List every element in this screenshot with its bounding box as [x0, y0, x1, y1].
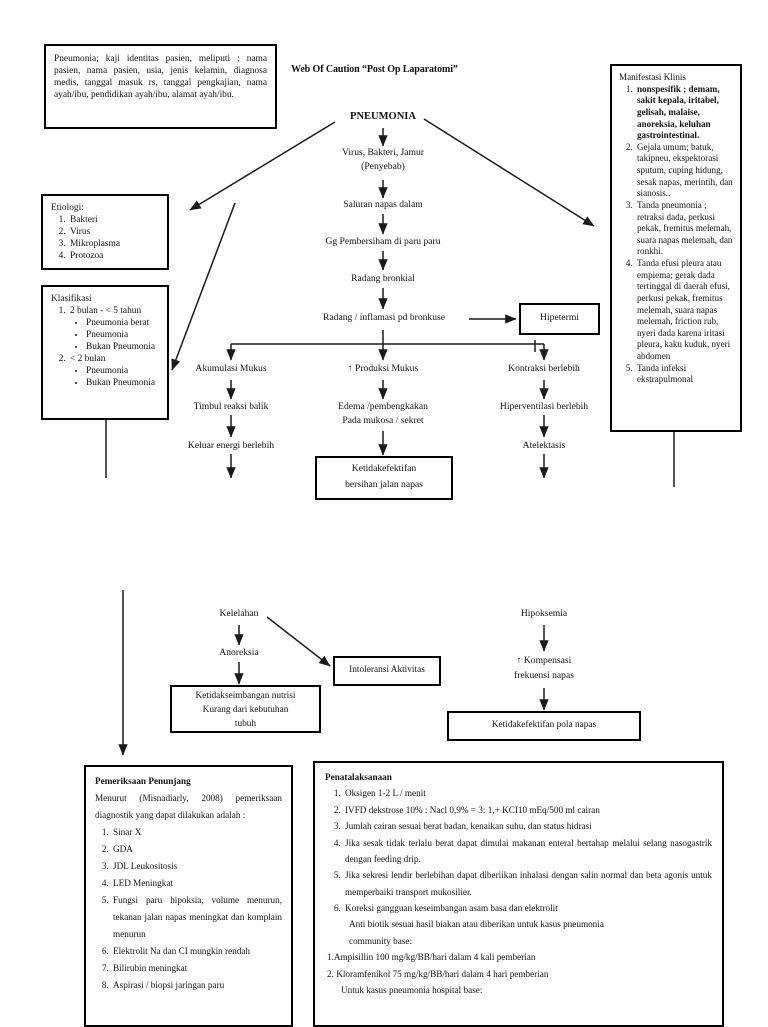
- list-item: 2 bulan - < 5 tahun Pneumonia berat Pneu…: [68, 305, 159, 353]
- node-kelelahan: Kelelahan: [219, 608, 259, 619]
- pemeriksaan-heading: Pemeriksaan Penunjang: [95, 776, 191, 786]
- list-item: LED Meningkat: [111, 875, 282, 892]
- list-item: Jumlah cairan sesuai berat badan, kenaik…: [343, 818, 712, 834]
- penatalaksanaan-heading: Penatalaksanaan: [325, 772, 392, 782]
- node-penyebab-line2: (Penyebab): [361, 161, 405, 172]
- list-item: Bukan Pneumonia: [86, 377, 159, 389]
- intoleransi-aktivitas-box: [333, 656, 441, 686]
- node-kompensasi-line1: ↑ Kompensasi: [516, 655, 572, 666]
- penatalaksanaan-drug-note: Untuk kasus pneumonia hospital base:: [341, 984, 483, 995]
- node-hipoksemia: Hipoksemia: [520, 608, 568, 619]
- nutrisi-line2: Kurang dari kebutuhan: [202, 705, 289, 715]
- list-item: Pneumonia: [86, 329, 159, 341]
- list-item: < 2 bulan Pneumonia Bukan Pneumonia: [68, 353, 159, 389]
- node-penyebab-line1: Virus, Bakteri, Jamur: [341, 147, 425, 158]
- penatalaksanaan-sub-line1: Anti biotik sesuai hasil biakan atau dib…: [349, 919, 604, 930]
- penatalaksanaan-drug-2: 2. Kloramfenikol 75 mg/kg/BB/hari dalam …: [327, 968, 549, 979]
- node-saluran-napas-dalam: Saluran napas dalam: [343, 199, 423, 210]
- node-anoreksia: Anoreksia: [219, 647, 259, 658]
- list-item: Bilirubin meningkat: [111, 960, 282, 977]
- node-gg-pembersihan: Gg Pembersiham di paru paru: [325, 236, 441, 247]
- list-item: Aspirasi / biopsi jaringan paru: [111, 977, 282, 994]
- nutrisi-line3: tubuh: [234, 719, 257, 729]
- list-item: Oksigen 1-2 L / menit: [343, 785, 712, 801]
- klasifikasi-heading: Klasifikasi: [51, 294, 92, 304]
- intoleransi-aktivitas-label: Intoleransi Aktivitas: [349, 665, 425, 675]
- klasifikasi-group2-items: Pneumonia Bukan Pneumonia: [70, 365, 159, 389]
- list-item: Tanda efusi pleura atau empiema; gerak d…: [635, 258, 734, 363]
- list-item: Gejala umum; batuk, takipneu, ekspektora…: [635, 142, 734, 200]
- manifestasi-item-1: nonspesifik ; demam, sakit kepala, irita…: [637, 83, 720, 141]
- list-item: Jika sekresi lendir berlebihan dapat dib…: [343, 867, 712, 900]
- list-item: Koreksi gangguan keseimbangan asam basa …: [343, 900, 712, 916]
- list-item: Sinar X: [111, 824, 282, 841]
- list-item: Elektrolit Na dan CI mungkin rendah: [111, 943, 282, 960]
- etiologi-heading: Etiologi:: [51, 203, 84, 213]
- list-item: Bukan Pneumonia: [86, 341, 159, 353]
- list-item: Virus: [68, 226, 159, 238]
- nutrisi-line1: Ketidakseimbangan nutrisi: [195, 691, 296, 701]
- pemeriksaan-penunjang-box: Pemeriksaan Penunjang Menurut (Misnadiar…: [84, 765, 293, 1027]
- klasifikasi-group1-items: Pneumonia berat Pneumonia Bukan Pneumoni…: [70, 317, 159, 353]
- klasifikasi-list: 2 bulan - < 5 tahun Pneumonia berat Pneu…: [51, 305, 159, 389]
- list-item: GDA: [111, 841, 282, 858]
- penatalaksanaan-sub-line2: community base:: [349, 935, 413, 946]
- klasifikasi-group2-label: < 2 bulan: [70, 354, 106, 365]
- node-hiperventilasi-berlebih: Hiperventilasi berlebih: [499, 401, 589, 412]
- node-pneumonia: PNEUMONIA: [350, 111, 416, 122]
- penatalaksanaan-box: Penatalaksanaan Oksigen 1-2 L / menit IV…: [313, 761, 724, 1027]
- list-item: Mikroplasma: [68, 238, 159, 250]
- node-kompensasi-line2: frekuensi napas: [514, 670, 574, 681]
- node-edema-line1: Edema /pembengkakan: [338, 401, 428, 412]
- list-item: Protozoa: [68, 250, 159, 262]
- pola-napas-label: Ketidakefektifan pola napas: [491, 720, 597, 730]
- manifestasi-heading: Manifestasi Klinis: [619, 72, 686, 82]
- klasifikasi-group1-label: 2 bulan - < 5 tahun: [70, 306, 142, 317]
- node-timbul-reaksi-balik: Timbul reaksi balik: [193, 401, 269, 412]
- list-item: Tanda infeksi ekstrapulmonal: [635, 363, 734, 386]
- diagnosis-bersihan-line2: bersihan jalan napas: [345, 479, 423, 490]
- manifestasi-list: nonspesifik ; demam, sakit kepala, irita…: [619, 84, 734, 386]
- manifestasi-klinis-box: Manifestasi Klinis nonspesifik ; demam, …: [610, 64, 742, 432]
- diagnosis-bersihan-line1: Ketidakefektifan: [351, 463, 417, 474]
- node-akumulasi-mukus: Akumulasi Mukus: [195, 363, 267, 374]
- node-kontraksi-berlebih: Kontraksi berlebih: [508, 363, 580, 374]
- etiologi-box: Etiologi: Bakteri Virus Mikroplasma Prot…: [41, 194, 169, 270]
- list-item: IVFD dekstrose 10% : Nacl 0,9% = 3: 1,+ …: [343, 802, 712, 818]
- list-item: nonspesifik ; demam, sakit kepala, irita…: [635, 84, 734, 142]
- list-item: Pneumonia berat: [86, 317, 159, 329]
- list-item: Bakteri: [68, 214, 159, 226]
- assessment-box: Pneumonia; kaji identitas pasien, melipu…: [44, 44, 277, 129]
- pola-napas-box: [447, 711, 641, 741]
- hipetermi-box: [519, 303, 600, 335]
- page-title: Web Of Caution “Post Op Laparatomi”: [291, 64, 458, 75]
- klasifikasi-box: Klasifikasi 2 bulan - < 5 tahun Pneumoni…: [41, 285, 169, 420]
- nutrisi-box: [170, 685, 321, 733]
- node-produksi-mukus: ↑ Produksi Mukus: [347, 363, 419, 374]
- pemeriksaan-intro: Menurut (Misnadiarly, 2008) pemeriksaan …: [95, 793, 282, 821]
- penatalaksanaan-list: Oksigen 1-2 L / menit IVFD dekstrose 10%…: [325, 785, 712, 916]
- node-keluar-energi-berlebih: Keluar energi berlebih: [187, 440, 275, 451]
- hipetermi-label: Hipetermi: [540, 312, 579, 323]
- etiologi-list: Bakteri Virus Mikroplasma Protozoa: [51, 214, 159, 262]
- pemeriksaan-list: Sinar X GDA JDL Leukositosis LED Meningk…: [95, 824, 282, 994]
- node-radang-inflamasi: Radang / inflamasi pd bronkuse: [322, 312, 446, 323]
- list-item: Pneumonia: [86, 365, 159, 377]
- node-radang-bronkial: Radang bronkial: [351, 273, 415, 284]
- assessment-text: Pneumonia; kaji identitas pasien, melipu…: [54, 54, 267, 101]
- list-item: JDL Leukositosis: [111, 858, 282, 875]
- list-item: Tanda pneumonia ; retraksi dada, perkusi…: [635, 200, 734, 258]
- node-edema-line2: Pada mukosa / sekret: [342, 415, 424, 426]
- diagnosis-bersihan-jalan-napas-box: [315, 456, 453, 500]
- list-item: Fungsi paru hipoksia, volume menurun, te…: [111, 892, 282, 943]
- list-item: Jika sesak tidak terlalu berat dapat dim…: [343, 835, 712, 868]
- penatalaksanaan-drug-1: 1.Ampisillin 100 mg/kg/BB/hari dalam 4 k…: [327, 952, 536, 963]
- node-atelektasis: Atelektasis: [522, 440, 566, 451]
